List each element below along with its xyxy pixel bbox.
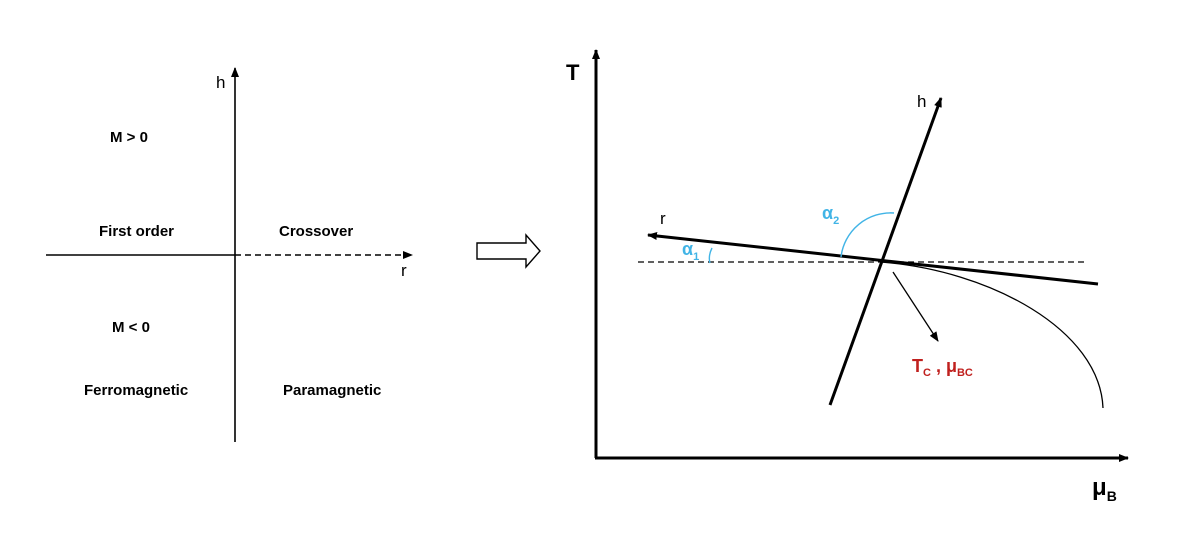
- crossover-curve: [879, 261, 1104, 409]
- alpha2-arc: [840, 212, 895, 258]
- right-phase-diagram: T μB r h α2 α1 TC , μBC: [566, 49, 1129, 504]
- region-first-order-label: First order: [99, 223, 174, 240]
- h-axis-line: [828, 97, 943, 406]
- left-h-axis-label: h: [216, 73, 225, 92]
- T-axis-label: T: [566, 60, 580, 85]
- left-r-axis-label: r: [401, 261, 407, 280]
- mapping-arrow-icon: [476, 233, 541, 269]
- alpha2-label: α2: [822, 203, 839, 227]
- critical-point-pointer: [892, 271, 939, 342]
- h-axis-label: h: [917, 92, 926, 111]
- region-lower-label: M < 0: [112, 319, 150, 336]
- alpha1-arc: [708, 247, 713, 264]
- region-paramagnetic-label: Paramagnetic: [283, 382, 381, 399]
- region-ferromagnetic-label: Ferromagnetic: [84, 382, 188, 399]
- region-upper-label: M > 0: [110, 129, 148, 146]
- muB-axis-label: μB: [1092, 474, 1117, 504]
- r-axis-line: [647, 231, 1099, 286]
- left-phase-diagram: h r M > 0 First order Crossover M < 0 Fe…: [46, 67, 413, 442]
- r-axis-label: r: [660, 209, 666, 228]
- critical-point-label: TC , μBC: [912, 356, 973, 379]
- alpha1-label: α1: [682, 239, 699, 263]
- region-crossover-label: Crossover: [279, 223, 353, 240]
